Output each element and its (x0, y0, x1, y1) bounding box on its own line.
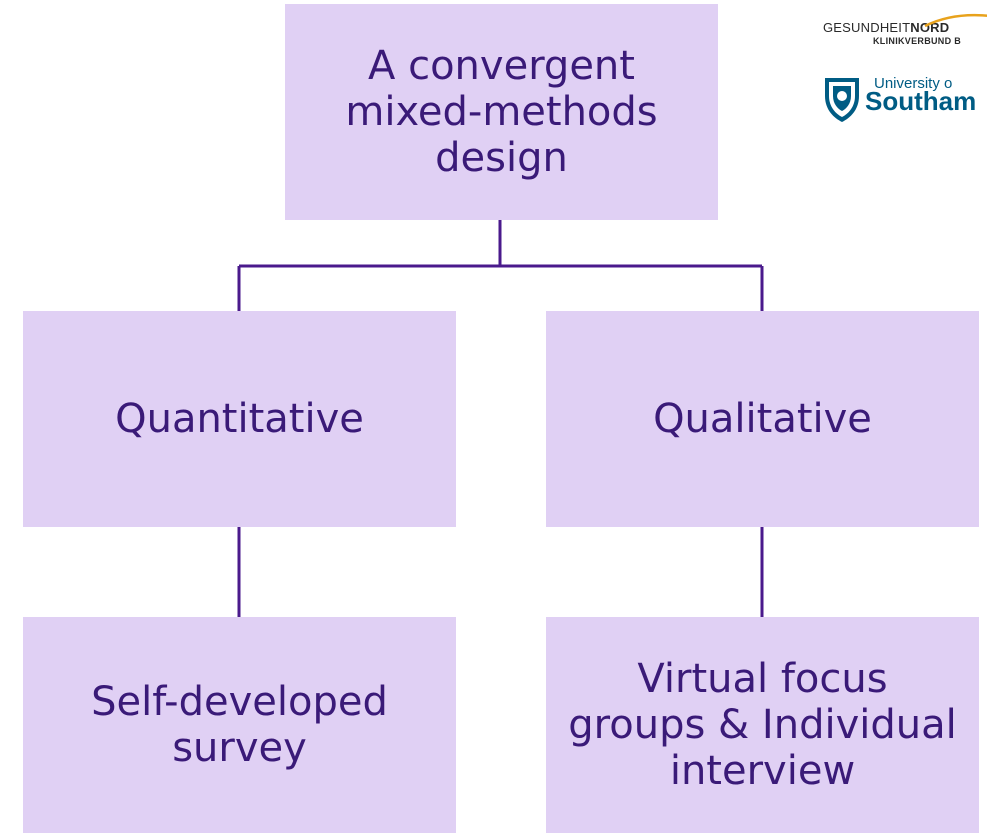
focus-line-3: interview (669, 748, 856, 794)
survey-line-2: survey (172, 725, 307, 771)
node-self-developed-survey: Self-developed survey (23, 617, 456, 833)
gn-bold-text: NORD (910, 20, 950, 35)
qualitative-label: Qualitative (653, 396, 872, 442)
quantitative-label: Quantitative (115, 396, 364, 442)
root-node-convergent-design: A convergent mixed-methods design (285, 4, 718, 220)
klinikverbund-text: KLINIKVERBUND B (873, 36, 962, 46)
survey-line-1: Self-developed (91, 679, 388, 725)
university-crest-icon (825, 78, 859, 122)
focus-line-1: Virtual focus (637, 656, 888, 702)
node-focus-groups-interview: Virtual focus groups & Individual interv… (546, 617, 979, 833)
focus-line-2: groups & Individual (568, 702, 957, 748)
southampton-text: Southam (865, 86, 977, 116)
gesundheit-nord-wordmark: GESUNDHEITNORD (823, 20, 961, 35)
root-line-1: A convergent (368, 43, 635, 89)
university-of-text: University o (874, 75, 953, 92)
university-logo: University o Southam (822, 72, 987, 127)
logo-arc-icon (924, 13, 987, 28)
node-quantitative: Quantitative (23, 311, 456, 527)
node-qualitative: Qualitative (546, 311, 979, 527)
gn-regular-text: GESUNDHEIT (823, 20, 911, 35)
gesundheit-nord-logo: GESUNDHEITNORD KLINIKVERBUND B (823, 13, 987, 46)
root-line-2: mixed-methods (345, 89, 658, 135)
root-line-3: design (435, 135, 568, 181)
